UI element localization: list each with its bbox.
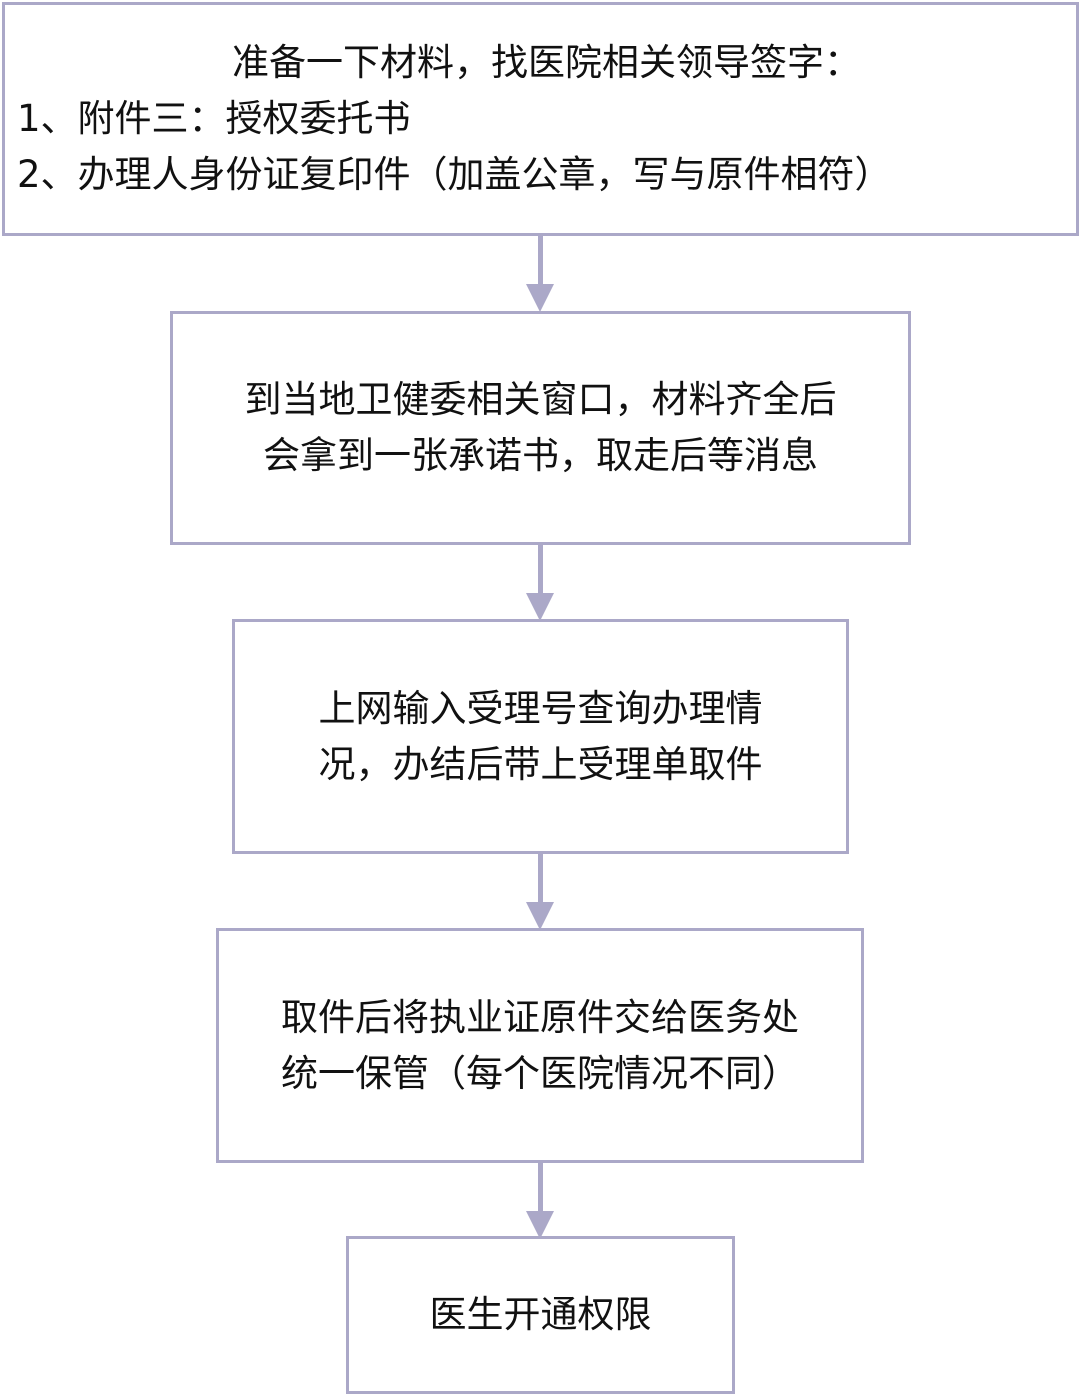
step-4-text: 取件后将执业证原件交给医务处 统一保管（每个医院情况不同） — [281, 990, 799, 1102]
step-2-line-2: 会拿到一张承诺书，取走后等消息 — [263, 434, 818, 477]
step-4-line-1: 取件后将执业证原件交给医务处 — [281, 995, 799, 1039]
step-1-item-2: 2、办理人身份证复印件（加盖公章，写与原件相符） — [17, 153, 892, 196]
step-1-title: 准备一下材料，找医院相关领导签字： — [232, 41, 861, 84]
step-1-box: 准备一下材料，找医院相关领导签字： 1、附件三：授权委托书 2、办理人身份证复印… — [2, 2, 1079, 236]
step-3-line-1: 上网输入受理号查询办理情 — [318, 686, 763, 730]
step-1-item-1: 1、附件三：授权委托书 — [17, 97, 411, 140]
step-4-line-2: 统一保管（每个医院情况不同） — [281, 1051, 799, 1095]
step-3-text: 上网输入受理号查询办理情 况，办结后带上受理单取件 — [319, 681, 763, 793]
step-2-line-1: 到当地卫健委相关窗口，材料齐全后 — [244, 378, 837, 421]
step-3-line-2: 况，办结后带上受理单取件 — [318, 742, 763, 786]
step-2-box: 到当地卫健委相关窗口，材料齐全后 会拿到一张承诺书，取走后等消息 — [170, 311, 911, 545]
step-3-box: 上网输入受理号查询办理情 况，办结后带上受理单取件 — [232, 619, 849, 854]
step-5-line-1: 医生开通权限 — [429, 1293, 652, 1336]
step-4-box: 取件后将执业证原件交给医务处 统一保管（每个医院情况不同） — [216, 928, 864, 1163]
step-5-box: 医生开通权限 — [346, 1236, 735, 1394]
